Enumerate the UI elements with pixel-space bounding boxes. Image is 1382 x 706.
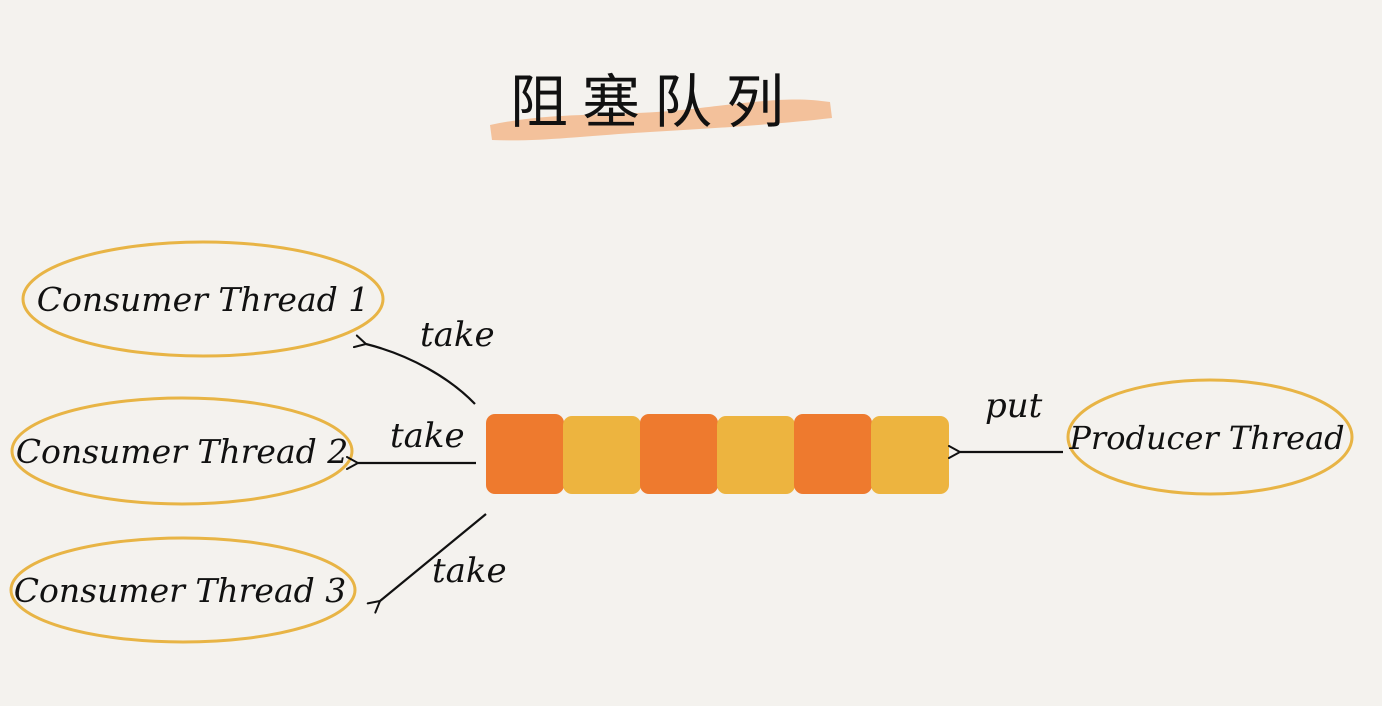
queue-slot (717, 416, 795, 494)
consumer-thread-2: Consumer Thread 2 (10, 396, 354, 506)
consumer-thread-3: Consumer Thread 3 (9, 536, 357, 644)
producer-thread: Producer Thread (1066, 378, 1354, 496)
take-label-2: take (390, 416, 465, 456)
consumer-2-ellipse (10, 396, 354, 506)
title-highlight (490, 99, 832, 141)
queue-slot (871, 416, 949, 494)
title-group: 阻塞队列 (490, 68, 832, 141)
consumer-2-label: Consumer Thread 2 (16, 432, 349, 471)
producer-ellipse (1066, 378, 1354, 496)
take-arrow-1 (366, 344, 476, 405)
queue-slot (563, 416, 641, 494)
consumer-thread-1: Consumer Thread 1 (21, 240, 385, 358)
consumer-3-ellipse (9, 536, 357, 644)
put-label: put (985, 386, 1043, 426)
consumer-1-label: Consumer Thread 1 (37, 280, 370, 319)
producer-label: Producer Thread (1068, 419, 1344, 457)
queue-slot (486, 414, 564, 494)
queue-slot (640, 414, 718, 494)
take-label-3: take (432, 551, 507, 591)
take-arrow-3 (380, 513, 487, 601)
title-text: 阻塞队列 (510, 68, 798, 136)
take-label-1: take (420, 315, 495, 355)
queue-slot (794, 414, 872, 494)
queue (486, 414, 949, 494)
consumer-3-label: Consumer Thread 3 (14, 571, 347, 610)
consumer-1-ellipse (21, 240, 385, 358)
